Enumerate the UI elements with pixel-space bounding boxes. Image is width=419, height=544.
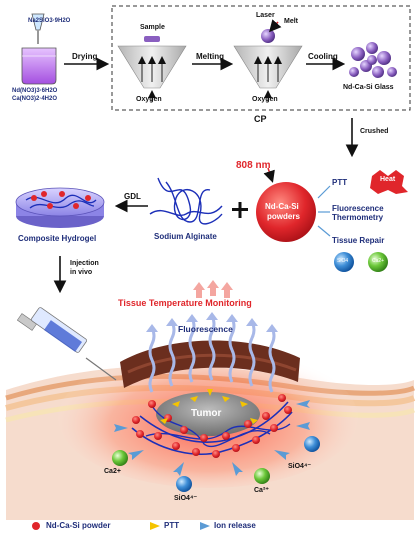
- chemical-ca-nitrate: Ca(NO3)2·4H2O: [12, 96, 58, 102]
- tumor-label: Tumor: [191, 408, 222, 419]
- laser-label: Laser: [256, 12, 275, 19]
- alginate-chains: [149, 177, 223, 225]
- melt-droplet: [261, 29, 275, 43]
- glass-label: Nd-Ca-Si Glass: [343, 84, 394, 91]
- wavelength-label: 808 nm: [236, 160, 271, 171]
- ca-ball: [368, 252, 388, 272]
- ptt-link: [317, 185, 331, 199]
- tissue-repair-label: Tissue Repair: [332, 236, 385, 245]
- ptt-label: PTT: [332, 178, 348, 187]
- chemical-nd-nitrate: Nd(NO3)3·6H2O: [12, 88, 58, 94]
- sio4-ball: [334, 252, 354, 272]
- tissue-scene: [5, 280, 416, 520]
- glass-beads: [349, 42, 397, 78]
- alginate-label: Sodium Alginate: [154, 232, 217, 241]
- heat-badge: [370, 170, 408, 194]
- laser-beam: [269, 19, 282, 33]
- crushed-label: Crushed: [360, 128, 389, 135]
- fluorescence-label: Fluorescence: [178, 324, 233, 334]
- legend-ion-label: Ion release: [214, 521, 256, 530]
- heat-label: Heat: [380, 176, 396, 183]
- legend-powder-dot: [32, 522, 40, 530]
- legend-ptt-label: PTT: [164, 521, 180, 530]
- melt-label: Melt: [284, 18, 298, 25]
- nd-ca-si-powder-sphere: [256, 182, 316, 242]
- ion-label-4: Ca²⁺: [254, 487, 269, 494]
- drying-label: Drying: [72, 52, 98, 61]
- oxygen-label-1: Oxygen: [136, 96, 162, 103]
- ca-ball-label: Ca2+: [372, 258, 385, 264]
- composite-hydrogel-dish: [15, 187, 105, 228]
- sio4-ball-label: SiO4: [337, 258, 349, 264]
- injection-label-line2: in vivo: [70, 269, 93, 276]
- repair-link: [317, 225, 331, 237]
- sample-label: Sample: [140, 24, 165, 31]
- gdl-label: GDL: [124, 192, 141, 201]
- powder-label-line1: Nd-Ca-Si: [265, 202, 299, 211]
- crucible-cone-1: [117, 36, 187, 102]
- nir-arrow: [263, 167, 275, 183]
- fluor-label-line2: Thermometry: [332, 213, 384, 222]
- chemical-na2sio3: Na2SiO3·9H2O: [28, 18, 71, 24]
- scene-title: Tissue Temperature Monitoring: [118, 298, 252, 308]
- cp-label: CP: [254, 114, 267, 124]
- hydrogel-label: Composite Hydrogel: [18, 234, 97, 243]
- melting-label: Melting: [196, 52, 224, 61]
- powder-label-line2: powders: [267, 212, 300, 221]
- fluor-label-line1: Fluorescence: [332, 204, 384, 213]
- crucible-cone-2: [233, 19, 303, 102]
- ion-label-1: SiO4⁴⁻: [288, 463, 312, 470]
- ion-label-2: Ca2+: [104, 468, 121, 475]
- syringe: [16, 307, 117, 381]
- oxygen-label-2: Oxygen: [252, 96, 278, 103]
- legend-powder-label: Nd-Ca-Si powder: [46, 521, 111, 530]
- cp-box: [111, 5, 411, 111]
- injection-label-line1: Injection: [70, 260, 99, 267]
- legend-ptt-arrow: [150, 522, 160, 530]
- legend-ion-arrow: [200, 522, 210, 530]
- precursor-beaker: [21, 13, 57, 85]
- plus-sign: [232, 202, 248, 218]
- ion-label-3: SiO4⁴⁻: [174, 495, 198, 502]
- sample-disk: [144, 36, 160, 42]
- cooling-label: Cooling: [308, 52, 338, 61]
